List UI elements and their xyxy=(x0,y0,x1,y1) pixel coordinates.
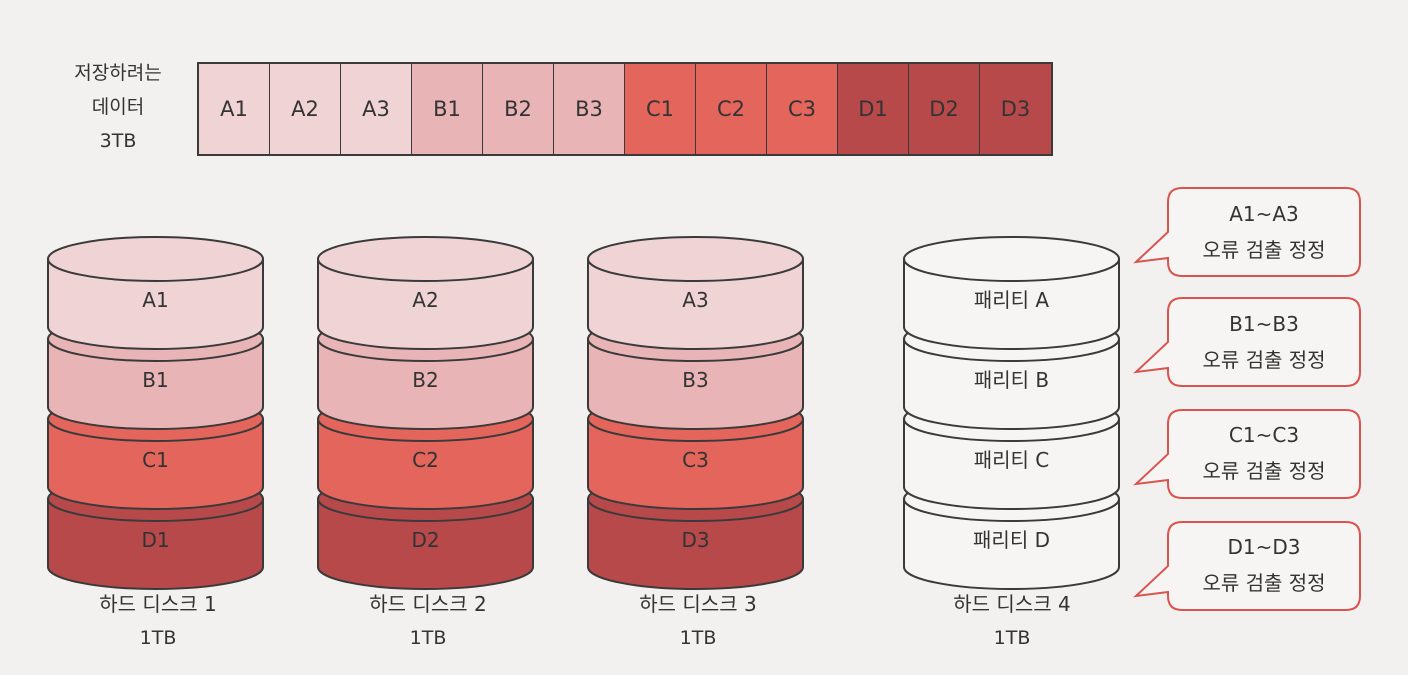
callout-b-text: 오류 검출 정정 xyxy=(1202,348,1326,372)
callout-a-text: 오류 검출 정정 xyxy=(1202,238,1326,262)
callout-bubble-a xyxy=(1133,187,1361,277)
disk-layer-label: A2 xyxy=(412,288,438,312)
data-block-b2: B2 xyxy=(483,64,554,154)
source-label-line-1: 저장하려는 xyxy=(74,62,162,84)
disk-2-layer-1: A2 xyxy=(317,236,534,350)
disk-layer-top xyxy=(47,236,264,282)
disk-layer-label: A1 xyxy=(142,288,168,312)
data-block-c3: C3 xyxy=(767,64,838,154)
callout-a: A1~A3 오류 검출 정정 xyxy=(1170,196,1358,268)
disk-layer-label: D1 xyxy=(141,528,169,552)
source-label-line-3: 3TB xyxy=(99,130,137,152)
callout-bubble-b xyxy=(1133,297,1361,387)
data-block-b1: B1 xyxy=(412,64,483,154)
disk-layer-top xyxy=(587,236,804,282)
disk-layer-body xyxy=(47,338,264,430)
disk-2: D2 C2 B2 A2 xyxy=(317,236,534,590)
disk-layer-top xyxy=(317,236,534,282)
disk-layer-body xyxy=(903,498,1120,590)
disk-1-size: 1TB xyxy=(139,627,177,649)
disk-layer-label: C1 xyxy=(142,448,169,472)
disk-layer-body xyxy=(587,258,804,350)
callout-b-range: B1~B3 xyxy=(1229,312,1299,336)
disk-4-name: 하드 디스크 4 xyxy=(953,592,1071,616)
disk-layer-label: C2 xyxy=(412,448,439,472)
disk-layer-body xyxy=(903,418,1120,510)
data-block-b3: B3 xyxy=(554,64,625,154)
disk-layer-body xyxy=(587,498,804,590)
disk-layer-body xyxy=(587,418,804,510)
source-data-label: 저장하려는 데이터 3TB xyxy=(48,60,188,154)
callout-c-range: C1~C3 xyxy=(1228,423,1300,447)
callout-c-text: 오류 검출 정정 xyxy=(1202,459,1326,483)
disk-layer-label: C3 xyxy=(682,448,709,472)
disk-layer-label: 패리티 A xyxy=(974,288,1050,312)
disk-layer-label: B3 xyxy=(682,368,708,392)
disk-layer-label: B1 xyxy=(142,368,168,392)
disk-layer-body xyxy=(47,258,264,350)
disk-layer-body xyxy=(317,418,534,510)
disk-layer-body xyxy=(47,498,264,590)
disk-layer-label: 패리티 C xyxy=(974,448,1050,472)
disk-1-name: 하드 디스크 1 xyxy=(99,592,217,616)
disk-layer-label: A3 xyxy=(682,288,708,312)
data-block-a2: A2 xyxy=(270,64,341,154)
disk-1-layer-1: A1 xyxy=(47,236,264,350)
data-block-d3: D3 xyxy=(980,64,1051,154)
callout-d-range: D1~D3 xyxy=(1227,535,1301,559)
disk-3: D3 C3 B3 A3 xyxy=(587,236,804,590)
callout-d-text: 오류 검출 정정 xyxy=(1202,571,1326,595)
disk-4: 패리티 D 패리티 C 패리티 B 패리티 A xyxy=(903,236,1120,590)
disk-layer-body xyxy=(903,338,1120,430)
source-label-line-2: 데이터 xyxy=(91,96,145,118)
disk-2-size: 1TB xyxy=(409,627,447,649)
disk-layer-body xyxy=(587,338,804,430)
disk-3-layer-1: A3 xyxy=(587,236,804,350)
disk-layer-body xyxy=(317,258,534,350)
data-block-d1: D1 xyxy=(838,64,909,154)
disk-layer-body xyxy=(47,418,264,510)
data-block-c2: C2 xyxy=(696,64,767,154)
disk-layer-label: 패리티 D xyxy=(973,528,1050,552)
disk-3-name: 하드 디스크 3 xyxy=(639,592,757,616)
disk-3-size: 1TB xyxy=(679,627,717,649)
disk-layer-label: D2 xyxy=(411,528,439,552)
data-block-d2: D2 xyxy=(909,64,980,154)
disk-layer-label: D3 xyxy=(681,528,709,552)
callout-bubble-d xyxy=(1133,521,1361,611)
disk-4-layer-1: 패리티 A xyxy=(903,236,1120,350)
disk-layer-label: 패리티 B xyxy=(974,368,1049,392)
callout-d: D1~D3 오류 검출 정정 xyxy=(1170,529,1358,601)
disk-layer-top xyxy=(903,236,1120,282)
callout-c: C1~C3 오류 검출 정정 xyxy=(1170,417,1358,489)
data-block-a3: A3 xyxy=(341,64,412,154)
disk-layer-label: B2 xyxy=(412,368,438,392)
disk-1: D1 C1 B1 A1 xyxy=(47,236,264,590)
data-block-c1: C1 xyxy=(625,64,696,154)
disk-4-size: 1TB xyxy=(993,627,1031,649)
disk-2-name: 하드 디스크 2 xyxy=(369,592,487,616)
callout-bubble-c xyxy=(1133,409,1361,499)
callout-a-range: A1~A3 xyxy=(1229,202,1299,226)
disk-layer-body xyxy=(903,258,1120,350)
disk-layer-body xyxy=(317,338,534,430)
callout-b: B1~B3 오류 검출 정정 xyxy=(1170,306,1358,378)
data-block-a1: A1 xyxy=(199,64,270,154)
disk-layer-body xyxy=(317,498,534,590)
